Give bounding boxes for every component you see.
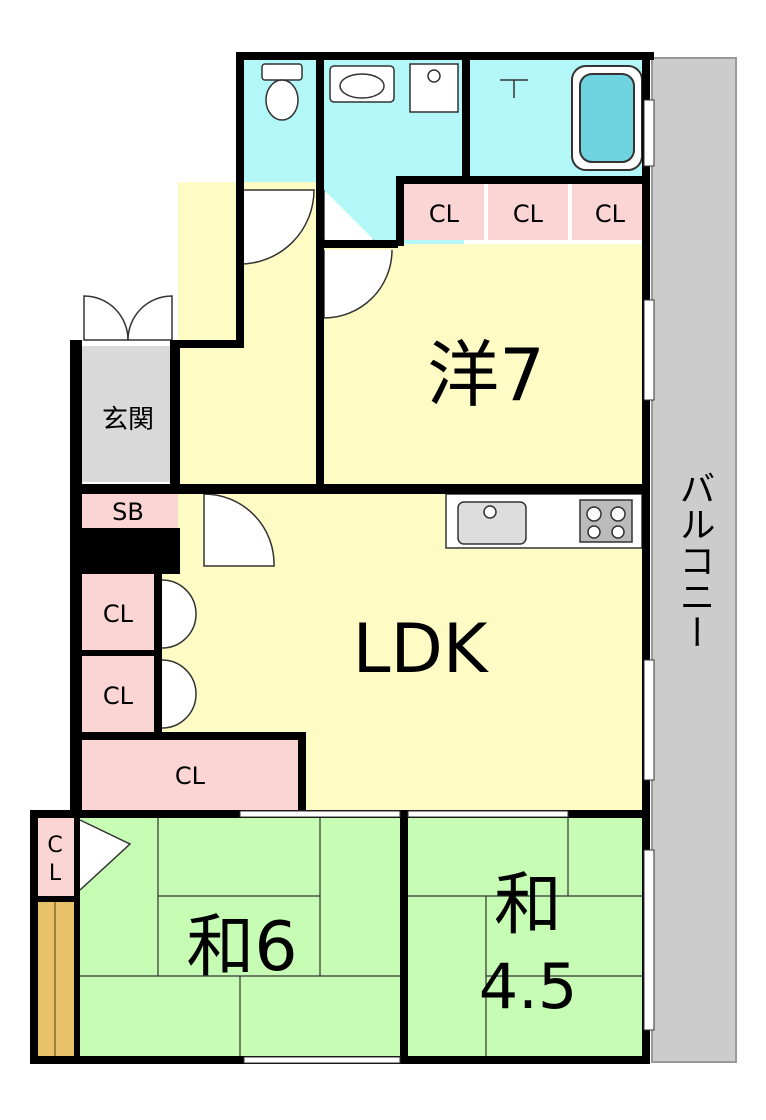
closet-7 xyxy=(36,816,74,896)
entrance-floor xyxy=(78,346,178,482)
ldk-label: LDK xyxy=(353,610,490,689)
closet-5 xyxy=(78,656,158,732)
kitchen-sink-icon xyxy=(457,501,527,545)
tatami-lines xyxy=(78,816,648,1056)
toilet-icon xyxy=(261,63,303,121)
windows xyxy=(239,99,655,1064)
door-swings xyxy=(79,189,393,891)
japanese-45-label-2: 4.5 xyxy=(479,950,578,1023)
closet-label-5: CL xyxy=(103,682,134,710)
closet-label-3: CL xyxy=(595,200,626,228)
entrance-label: 玄関 xyxy=(102,405,154,435)
balcony-label: バルコニー xyxy=(674,470,715,650)
closet-6 xyxy=(78,738,300,810)
closet-label-6: CL xyxy=(175,762,206,790)
western-room-label: 洋7 xyxy=(427,333,545,417)
closet-1 xyxy=(404,184,484,240)
japanese-45-label-1: 和 xyxy=(494,866,562,945)
washing-machine-icon xyxy=(409,63,459,113)
balcony-area xyxy=(651,57,737,1063)
japanese-6-label: 和6 xyxy=(186,908,297,987)
shoe-box xyxy=(78,490,178,528)
closet-label-7a: C xyxy=(47,833,62,858)
stove-icon xyxy=(579,499,633,543)
closet-3 xyxy=(572,184,648,240)
shoe-box-label: SB xyxy=(112,498,144,526)
bathtub-icon xyxy=(571,65,643,171)
faucet-icon xyxy=(500,79,528,98)
closet-label-2: CL xyxy=(513,200,544,228)
sink-icon xyxy=(329,65,395,103)
closet-2 xyxy=(488,184,568,240)
closet-label-1: CL xyxy=(429,200,460,228)
closet-4 xyxy=(78,574,158,650)
japanese-room-45 xyxy=(406,816,648,1056)
closet-label-7b: L xyxy=(49,861,62,886)
closet-label-4: CL xyxy=(103,600,134,628)
